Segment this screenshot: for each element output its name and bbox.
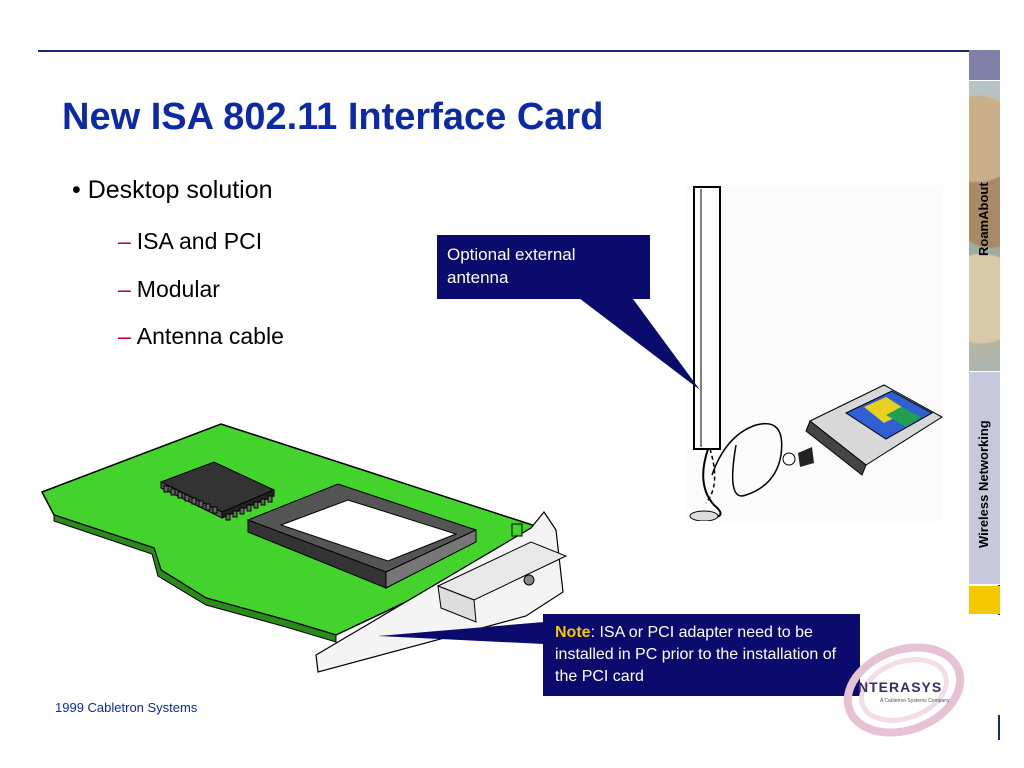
sidebar-yellow-block [969, 586, 1000, 614]
note-text: : ISA or PCI adapter need to be installe… [555, 624, 837, 685]
dash-marker: – [118, 228, 131, 254]
sub-bullet-text: ISA and PCI [136, 228, 263, 254]
sidebar: RoamAbout Wireless Networking [969, 50, 1000, 740]
sidebar-label-roamabout: RoamAbout [976, 182, 991, 256]
slide-title: New ISA 802.11 Interface Card [62, 96, 604, 138]
note-label: Note [555, 624, 591, 641]
callout-antenna: Optional external antenna [437, 235, 650, 299]
sub-bullet-text: Modular [136, 276, 220, 302]
callout-pointer-antenna [575, 295, 700, 390]
logo-wordmark: NTERASYS [858, 679, 943, 695]
callout-pointer-note [378, 622, 544, 644]
bullet-desktop-solution: • Desktop solution [72, 176, 273, 205]
pc-card-illustration [805, 384, 943, 476]
bullet-dot: • [72, 176, 88, 204]
dash-marker: – [118, 276, 131, 302]
isa-card-illustration [40, 423, 568, 673]
sub-bullet-text: Antenna cable [136, 323, 284, 349]
dash-marker: – [118, 323, 131, 349]
top-divider [38, 50, 1000, 52]
footer-copyright: 1999 Cabletron Systems [55, 700, 198, 715]
sidebar-white-block [969, 615, 1000, 715]
bullet-text: Desktop solution [87, 176, 273, 204]
sidebar-lavender-band [969, 372, 1000, 585]
logo-tagline: A Cabletron Systems Company [880, 698, 950, 704]
sidebar-label-wireless-networking: Wireless Networking [976, 420, 991, 548]
enterasys-logo-swoosh [843, 643, 965, 737]
sub-bullet-3: –Antenna cable [118, 323, 284, 350]
sub-bullet-1: –ISA and PCI [118, 228, 262, 255]
antenna-photo-panel [686, 185, 943, 521]
callout-antenna-text: Optional external antenna [447, 245, 576, 287]
sidebar-top-block [969, 50, 1000, 81]
sidebar-map-image [969, 81, 1000, 372]
external-antenna-illustration [689, 186, 943, 521]
sub-bullet-2: –Modular [118, 276, 220, 303]
callout-note: Note: ISA or PCI adapter need to be inst… [543, 614, 860, 696]
